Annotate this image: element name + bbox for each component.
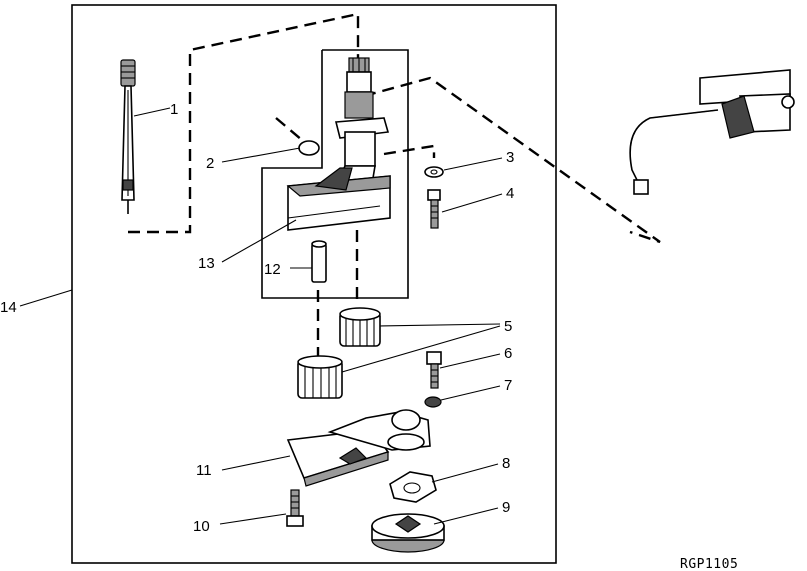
- bolt-part-10: [286, 489, 304, 527]
- bolt-part-6: [426, 351, 442, 389]
- callout-2: 2: [206, 155, 214, 172]
- strainer-part: [371, 513, 445, 553]
- callout-1: 1: [170, 101, 178, 118]
- leader-13: [221, 219, 297, 263]
- callout-14: 14: [0, 299, 17, 316]
- leader-5b: [341, 325, 501, 373]
- leader-10: [219, 513, 287, 525]
- callout-5: 5: [504, 318, 512, 335]
- leader-2: [221, 147, 301, 163]
- leader-4: [441, 193, 503, 213]
- callout-12: 12: [264, 261, 281, 278]
- callout-10: 10: [193, 518, 210, 535]
- pump-cover-part: [286, 409, 431, 487]
- o-ring-part: [298, 140, 320, 156]
- callout-11: 11: [196, 462, 212, 479]
- dowel-pin-part: [311, 240, 327, 283]
- leader-3: [443, 157, 503, 171]
- bolt-part-4: [427, 189, 441, 229]
- lower-gear-part: [297, 355, 343, 399]
- lock-washer-part: [424, 396, 442, 408]
- drive-shaft-part: [120, 59, 136, 214]
- drive-shaft-dashed-link: [128, 12, 360, 234]
- callout-4: 4: [506, 185, 514, 202]
- callout-6: 6: [504, 345, 512, 362]
- oil-line-fitting-part: [629, 69, 795, 195]
- assembly-frame: [71, 4, 557, 564]
- callout-3: 3: [506, 149, 514, 166]
- callout-9: 9: [502, 499, 510, 516]
- tube-dashed-link: [363, 76, 661, 244]
- washer-dashed-link: [383, 144, 436, 158]
- gasket-dashed-link: [275, 117, 303, 141]
- upper-gear-part: [339, 307, 381, 347]
- washer-part: [424, 166, 444, 178]
- leader-5a: [379, 323, 501, 327]
- leader-1: [133, 107, 171, 117]
- pump-body-part: [286, 57, 391, 231]
- callout-7: 7: [504, 377, 512, 394]
- leader-14: [19, 289, 73, 307]
- washer-hole: [430, 169, 438, 175]
- leader-8: [431, 463, 499, 483]
- gasket-part: [389, 471, 437, 503]
- leader-9: [433, 507, 499, 525]
- reference-code: RGP1105: [680, 557, 738, 571]
- leader-7: [440, 385, 501, 401]
- leader-6: [439, 353, 501, 369]
- callout-13: 13: [198, 255, 215, 272]
- callout-8: 8: [502, 455, 510, 472]
- gasket-hole: [403, 482, 421, 494]
- leader-11: [221, 455, 291, 471]
- pump-body-outline: [261, 49, 409, 299]
